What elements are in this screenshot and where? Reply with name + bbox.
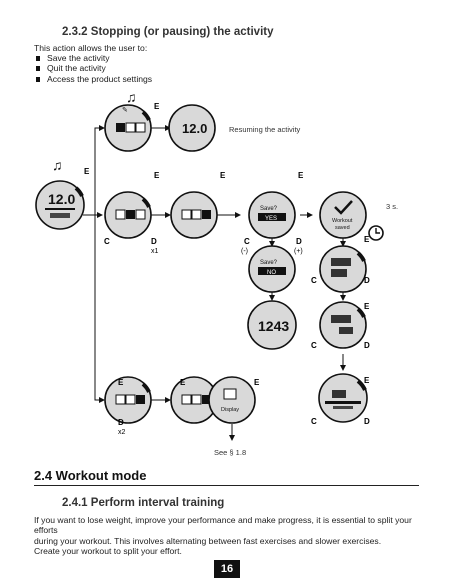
watch-big-time: 1243	[247, 300, 297, 350]
button-d-label: D	[296, 237, 302, 246]
plus-label: (+)	[294, 248, 303, 255]
button-d-label: D	[118, 418, 124, 427]
section-232-intro: This action allows the user to:	[34, 43, 148, 53]
section-rule	[34, 485, 419, 486]
button-e-label: E	[180, 378, 186, 387]
button-e-label: E	[220, 171, 226, 180]
watch-time-label: 12.0	[48, 191, 75, 207]
button-e-label: E	[364, 235, 370, 244]
music-note-icon: ♫	[52, 157, 63, 173]
body-line-3: Create your workout to split your effort…	[34, 546, 182, 557]
button-d-label: D	[364, 417, 370, 426]
watch-main-running: 12.0	[35, 180, 85, 230]
watch-display: Display	[208, 376, 256, 424]
page-number: 16	[214, 560, 240, 578]
body-line-2: during your workout. This involves alter…	[34, 535, 382, 546]
workout-saved-line1: Workout	[332, 218, 353, 224]
bullet-quit: Quit the activity	[34, 63, 152, 73]
watch-pause-menu-mid	[104, 191, 152, 239]
clock-icon	[368, 225, 384, 241]
body-line-1: If you want to lose weight, improve your…	[34, 515, 412, 536]
watch-save-yes: Save? YES	[248, 191, 296, 239]
button-d-label: D	[151, 237, 157, 246]
section-232-heading: 2.3.2 Stopping (or pausing) the activity	[62, 26, 274, 38]
button-d-label: D	[364, 276, 370, 285]
watch-pause-menu-top: ✎	[104, 104, 152, 152]
button-c-label: C	[311, 276, 317, 285]
watch-big-time-label: 1243	[258, 318, 289, 334]
save-no-option: NO	[267, 270, 276, 276]
button-e-label: E	[254, 378, 260, 387]
watch-pause-menu-bottom	[104, 376, 152, 424]
resuming-label: Resuming the activity	[229, 125, 301, 134]
workout-saved-line2: saved	[335, 225, 350, 231]
music-note-icon: ♫	[126, 89, 137, 105]
display-label: Display	[221, 407, 239, 413]
watch-workout-saved: Workout saved	[319, 191, 367, 239]
bullet-save: Save the activity	[34, 53, 152, 63]
bullet-settings: Access the product settings	[34, 74, 152, 84]
button-d-label: D	[364, 341, 370, 350]
bullet-list: Save the activity Quit the activity Acce…	[34, 53, 152, 84]
button-e-label: E	[364, 376, 370, 385]
watch-stats-1	[319, 245, 367, 293]
button-e-label: E	[364, 302, 370, 311]
watch-graph	[318, 373, 368, 423]
button-e-label: E	[298, 171, 304, 180]
save-question: Save?	[260, 206, 278, 212]
save-yes-option: YES	[265, 216, 277, 222]
press-count-x2: x2	[118, 429, 126, 436]
watch-resuming: 12.0	[168, 104, 216, 152]
button-c-label: C	[311, 417, 317, 426]
watch-flow-diagram: ♫ ♫ 12.0 E ✎ E 12.0 Resuming the activit…	[35, 89, 398, 457]
watch-stats-2	[319, 301, 367, 349]
watch-time-label: 12.0	[182, 121, 207, 136]
check-icon	[334, 200, 353, 215]
section-241-body: If you want to lose weight, improve your…	[34, 515, 434, 557]
button-c-label: C	[104, 237, 110, 246]
button-e-label: E	[154, 171, 160, 180]
button-e-label: E	[118, 378, 124, 387]
button-e-label: E	[84, 167, 90, 176]
watch-stop-selected	[170, 191, 218, 239]
three-seconds-label: 3 s.	[386, 202, 398, 211]
press-count-x1: x1	[151, 248, 159, 255]
see-reference-label: See § 1.8	[214, 448, 246, 457]
button-c-label: C	[244, 237, 250, 246]
watch-save-no: Save? NO	[248, 245, 296, 293]
button-c-label: C	[311, 341, 317, 350]
minus-label: (-)	[241, 248, 248, 255]
save-question: Save?	[260, 260, 278, 266]
button-e-label: E	[154, 102, 160, 111]
svg-text:✎: ✎	[122, 107, 128, 114]
section-24-heading: 2.4 Workout mode	[34, 468, 147, 483]
section-241-heading: 2.4.1 Perform interval training	[62, 497, 225, 509]
